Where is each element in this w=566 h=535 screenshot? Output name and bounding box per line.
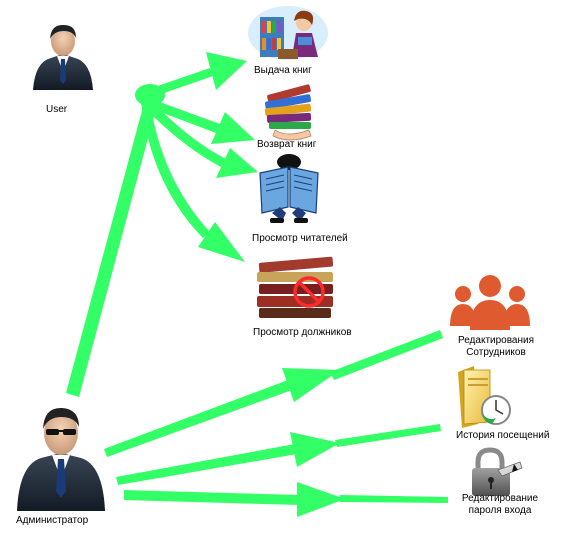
- edit-password-label-line1: Редактирование: [461, 493, 539, 504]
- issue-books-label: Выдача книг: [254, 65, 312, 76]
- edit-password-label: Редактирование пароля входа: [452, 493, 548, 517]
- user-label: User: [46, 104, 68, 115]
- arrow-to-edit-staff: [104, 330, 443, 457]
- arrow-to-edit-password: [124, 482, 448, 517]
- view-debtors-label: Просмотр должников: [253, 327, 352, 338]
- arrow-to-view-readers: [140, 97, 258, 178]
- arrow-to-return-books: [142, 97, 255, 144]
- edit-staff-label: Редактирования Сотрудников: [448, 335, 544, 359]
- visit-history-label: История посещений: [456, 430, 550, 441]
- connector-arrows: [66, 52, 448, 517]
- arrow-to-visit-history: [116, 424, 441, 485]
- admin-avatar-icon: [17, 407, 105, 511]
- return-books-label: Возврат книг: [257, 139, 317, 150]
- reader-with-book-icon: [259, 154, 319, 223]
- padlock-key-icon: [472, 447, 523, 496]
- edit-password-label-line2: пароля входа: [468, 505, 532, 516]
- prohibited-books-icon: [257, 256, 334, 318]
- folder-clock-icon: [458, 366, 511, 428]
- arrow-to-issue-books: [140, 52, 247, 100]
- user-avatar-icon: [33, 24, 93, 90]
- staff-group-icon: [450, 275, 530, 330]
- edit-staff-label-line2: Сотрудников: [466, 347, 526, 358]
- arrow-to-view-debtors: [141, 102, 245, 262]
- view-readers-label: Просмотр читателей: [252, 233, 348, 244]
- admin-label: Администратор: [16, 515, 89, 526]
- arrow-admin-to-hub: [66, 107, 155, 397]
- book-stack-hand-icon: [264, 84, 312, 141]
- edit-staff-label-line1: Редактирования: [457, 335, 535, 346]
- librarian-icon: [248, 6, 328, 60]
